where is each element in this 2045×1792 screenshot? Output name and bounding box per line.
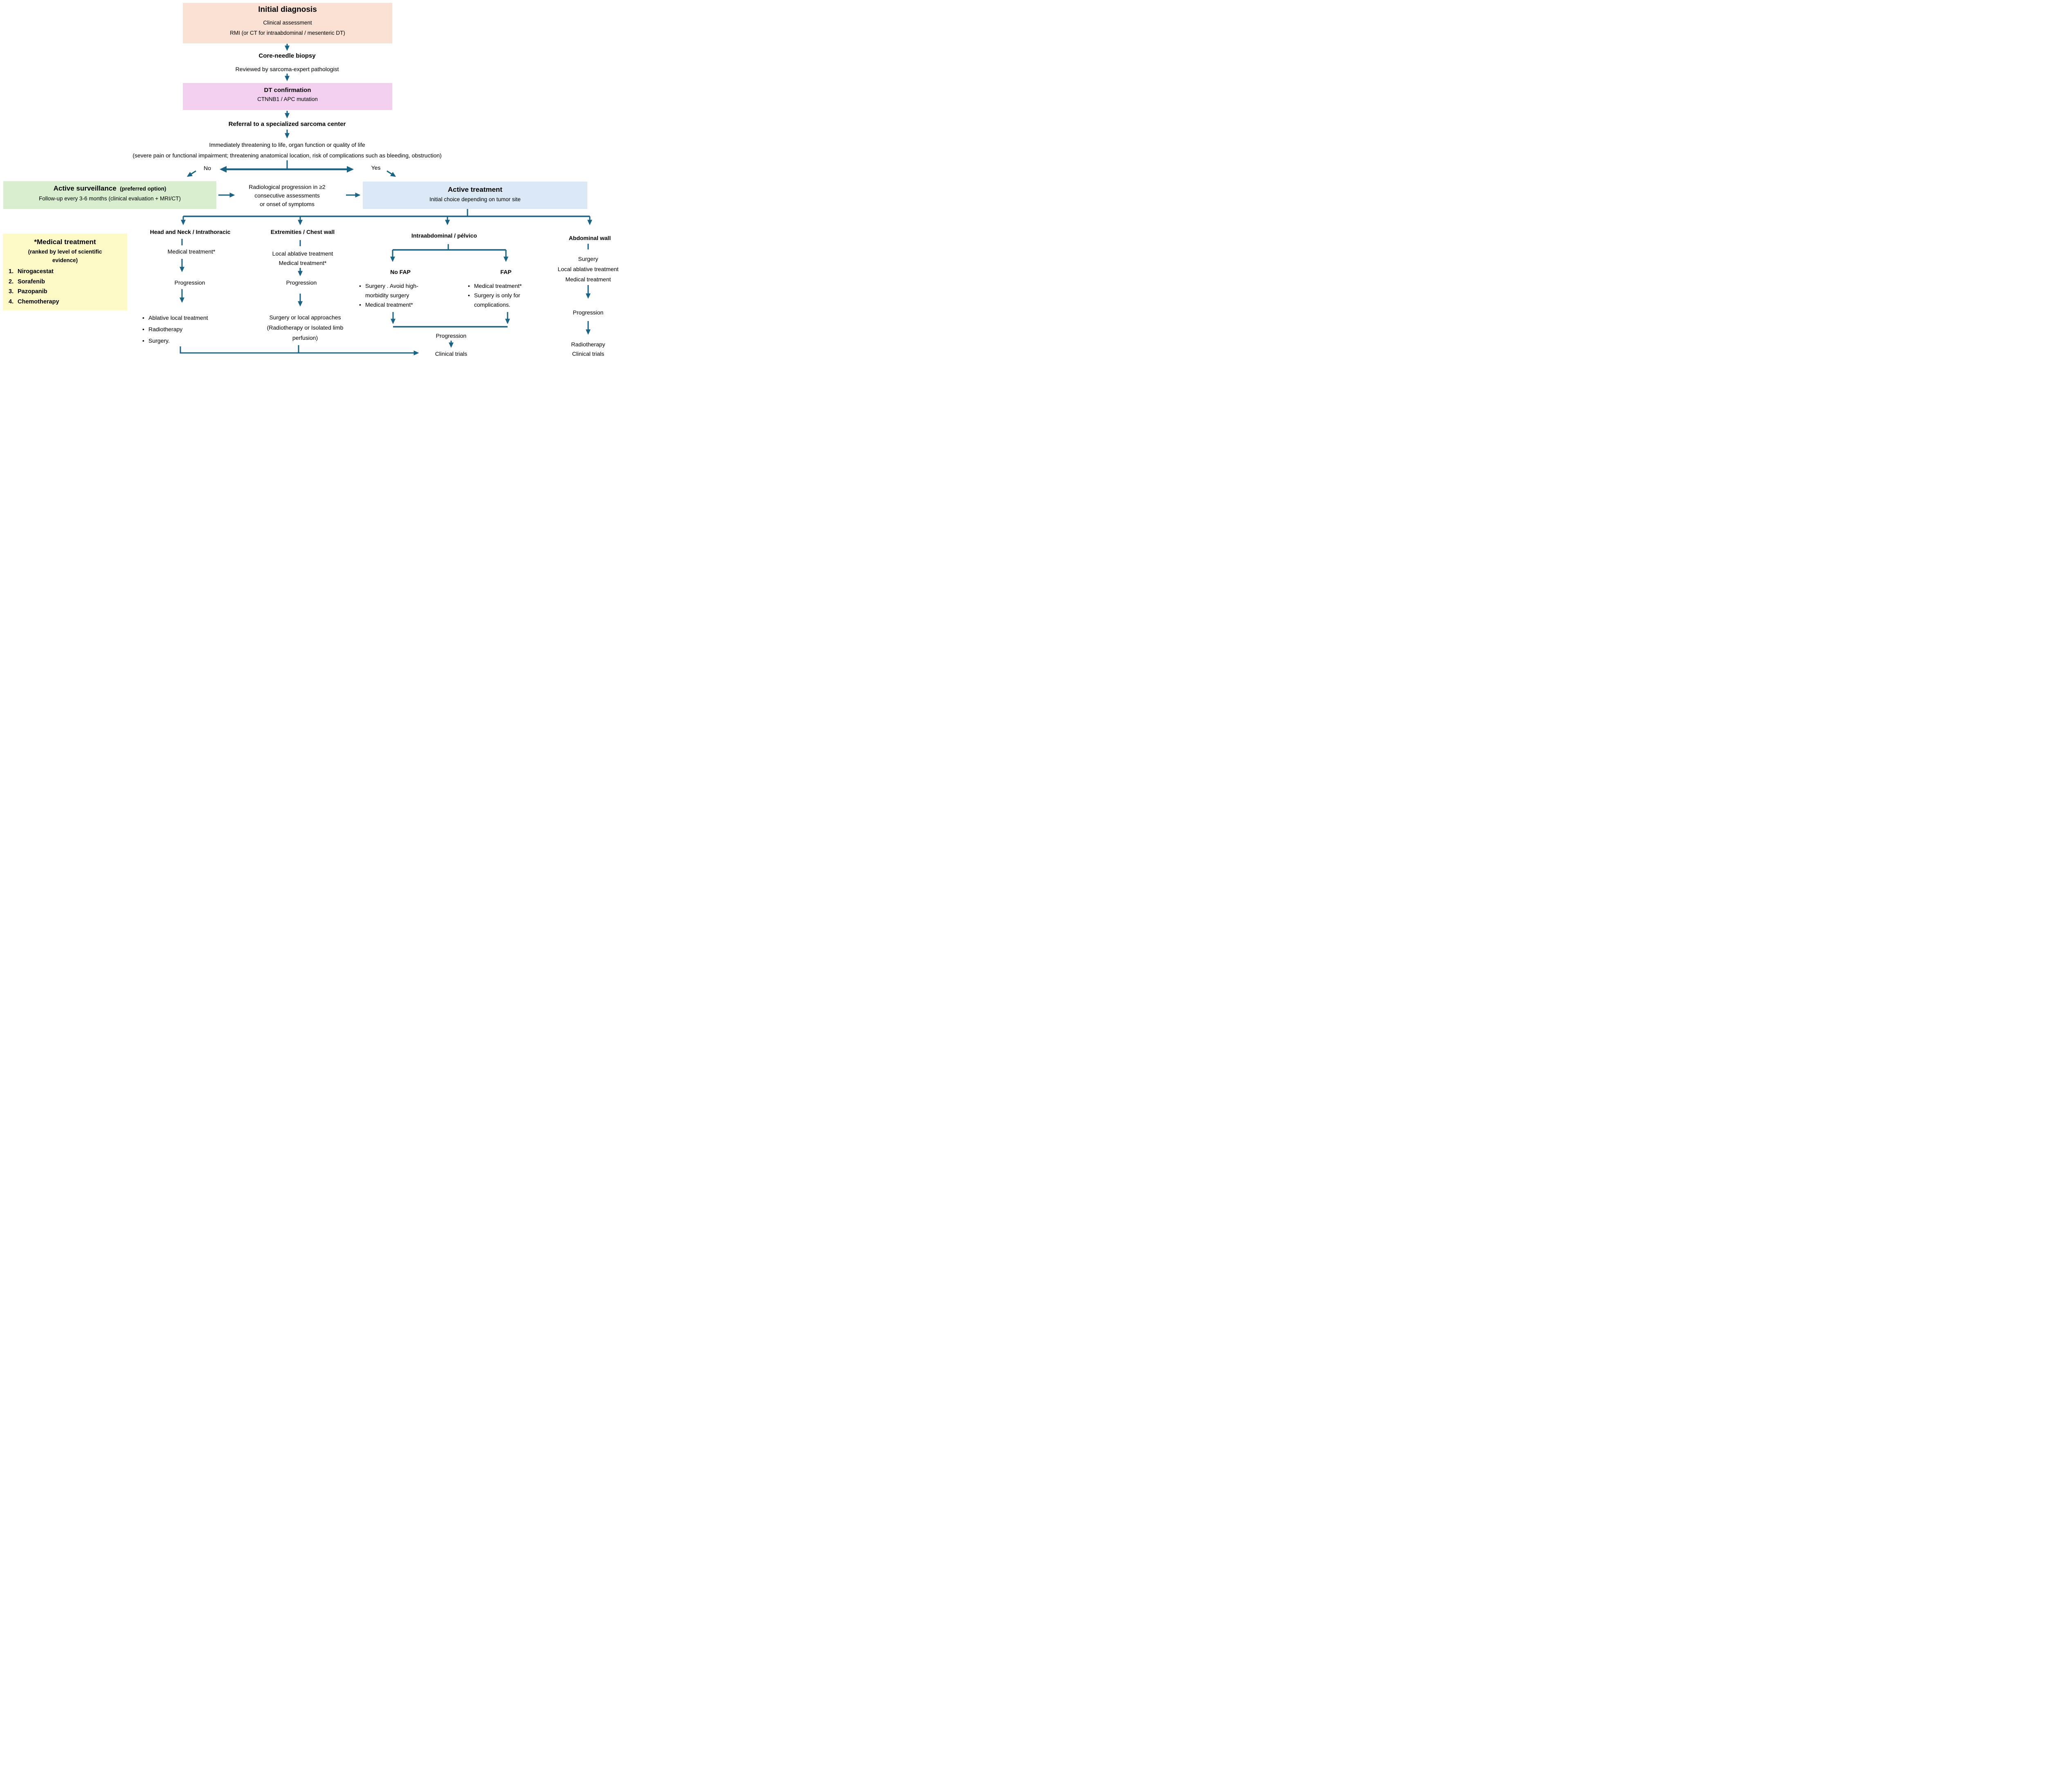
- col3-no-fap-list: Surgery . Avoid high-morbidity surgery M…: [357, 281, 441, 310]
- col2-steps: Local ablative treatment Medical treatme…: [254, 249, 352, 268]
- legend-item-number: 2.: [9, 278, 14, 285]
- medical-treatment-legend-title: *Medical treatment: [34, 238, 96, 246]
- fap-option: Medical treatment*: [466, 281, 548, 291]
- branch-no-label: No: [204, 165, 211, 171]
- col1-progression: Progression: [174, 279, 205, 286]
- col4-outcome-line2: Clinical trials: [572, 350, 605, 357]
- legend-item-label: Sorafenib: [18, 278, 45, 285]
- col2-outcome-line3: perfusion): [292, 335, 318, 341]
- col2-header: Extremities / Chest wall: [270, 229, 335, 235]
- initial-diagnosis-box: Initial diagnosis Clinical assessment RM…: [183, 3, 392, 43]
- legend-item-number: 3.: [9, 288, 14, 295]
- col4-steps: Surgery Local ablative treatment Medical…: [539, 254, 632, 285]
- legend-item: 1. Nirogacestat: [3, 267, 127, 277]
- core-needle-biopsy-subtitle: Reviewed by sarcoma-expert pathologist: [235, 66, 339, 72]
- initial-diagnosis-line1: Clinical assessment: [263, 20, 312, 26]
- col1-option: Ablative local treatment: [141, 312, 243, 323]
- legend-item: 3. Pazopanib: [3, 287, 127, 297]
- col3-fap-list: Medical treatment* Surgery is only for c…: [466, 281, 548, 310]
- active-surveillance-note: (preferred option): [120, 186, 166, 192]
- col3-progression: Progression: [436, 332, 467, 339]
- dt-confirmation-title: DT confirmation: [264, 87, 311, 94]
- col1-header: Head and Neck / Intrathoracic: [150, 229, 231, 235]
- no-fap-option: Surgery . Avoid high-morbidity surgery: [357, 281, 441, 300]
- active-surveillance-subtitle: Follow-up every 3-6 months (clinical eva…: [39, 195, 181, 202]
- col2-step1: Local ablative treatment: [272, 250, 333, 257]
- no-fap-option: Medical treatment*: [357, 300, 441, 310]
- col4-header: Abdominal wall: [569, 235, 611, 241]
- progression-trigger-line3: or onset of symptoms: [260, 201, 315, 207]
- col2-progression: Progression: [286, 279, 317, 286]
- core-needle-biopsy-title: Core-needle biopsy: [258, 52, 316, 59]
- dt-confirmation-subtitle: CTNNB1 / APC mutation: [257, 96, 318, 102]
- clinical-trials-label: Clinical trials: [435, 350, 467, 357]
- col4-step1: Surgery: [578, 256, 598, 262]
- active-surveillance-box: Active surveillance (preferred option) F…: [3, 181, 216, 209]
- branch-yes-label: Yes: [371, 164, 381, 171]
- col2-outcome-line1: Surgery or local approaches: [269, 314, 341, 321]
- progression-trigger-line1: Radiological progression in ≥2: [249, 184, 326, 190]
- triage-question-line1: Immediately threatening to life, organ f…: [209, 141, 365, 148]
- dt-confirmation-box: DT confirmation CTNNB1 / APC mutation: [183, 83, 392, 110]
- medical-treatment-legend-box: *Medical treatment (ranked by level of s…: [3, 234, 127, 310]
- col3-header: Intraabdominal / pélvico: [411, 232, 477, 239]
- col4-outcome-line1: Radiotherapy: [571, 341, 605, 348]
- path-col1-to-clinical-trials: [180, 346, 419, 355]
- flow-connectors: [180, 44, 592, 355]
- active-treatment-subtitle: Initial choice depending on tumor site: [429, 196, 521, 202]
- col3-fap-title: FAP: [500, 269, 512, 275]
- initial-diagnosis-title: Initial diagnosis: [258, 5, 317, 14]
- col3-no-fap-title: No FAP: [390, 269, 411, 275]
- legend-item: 2. Sorafenib: [3, 277, 127, 287]
- progression-trigger-text: Radiological progression in ≥2 consecuti…: [226, 183, 348, 209]
- desmoid-tumor-flowchart: Initial diagnosis Clinical assessment RM…: [0, 0, 632, 362]
- col1-options-list: Ablative local treatment Radiotherapy Su…: [141, 312, 243, 346]
- legend-item-label: Nirogacestat: [18, 268, 54, 275]
- active-treatment-title: Active treatment: [447, 186, 503, 193]
- col4-step3: Medical treatment: [565, 276, 611, 283]
- col1-option: Surgery.: [141, 335, 243, 346]
- legend-item-label: Pazopanib: [18, 288, 47, 295]
- col1-option: Radiotherapy: [141, 323, 243, 335]
- legend-item: 4. Chemotherapy: [3, 297, 127, 307]
- legend-item-number: 4.: [9, 298, 14, 305]
- active-surveillance-title: Active surveillance: [53, 184, 117, 192]
- legend-item-number: 1.: [9, 268, 14, 275]
- col4-progression: Progression: [573, 309, 604, 316]
- triage-question-line2: (severe pain or functional impairment; t…: [133, 152, 442, 159]
- arrow-yes-to-treatment: [387, 170, 396, 177]
- medical-treatment-legend-list: 1. Nirogacestat 2. Sorafenib 3. Pazopani…: [3, 267, 127, 307]
- referral-title: Referral to a specialized sarcoma center: [228, 121, 346, 128]
- col2-step2: Medical treatment*: [279, 260, 327, 266]
- initial-diagnosis-line2: RMI (or CT for intraabdominal / mesenter…: [230, 30, 345, 36]
- col2-outcome: Surgery or local approaches (Radiotherap…: [246, 312, 364, 343]
- fap-option: Surgery is only for complications.: [466, 291, 548, 310]
- medical-treatment-legend-subtitle: (ranked by level of scientific evidence): [28, 249, 102, 263]
- arrow-no-to-surveillance: [187, 170, 196, 177]
- active-treatment-box: Active treatment Initial choice dependin…: [363, 182, 587, 209]
- progression-trigger-line2: consecutive assessments: [254, 192, 320, 199]
- col4-outcome: Radiotherapy Clinical trials: [539, 340, 632, 359]
- col4-step2: Local ablative treatment: [557, 266, 619, 272]
- col1-step1: Medical treatment*: [167, 248, 216, 255]
- legend-item-label: Chemotherapy: [18, 298, 59, 305]
- col2-outcome-line2: (Radiotherapy or Isolated limb: [267, 324, 344, 331]
